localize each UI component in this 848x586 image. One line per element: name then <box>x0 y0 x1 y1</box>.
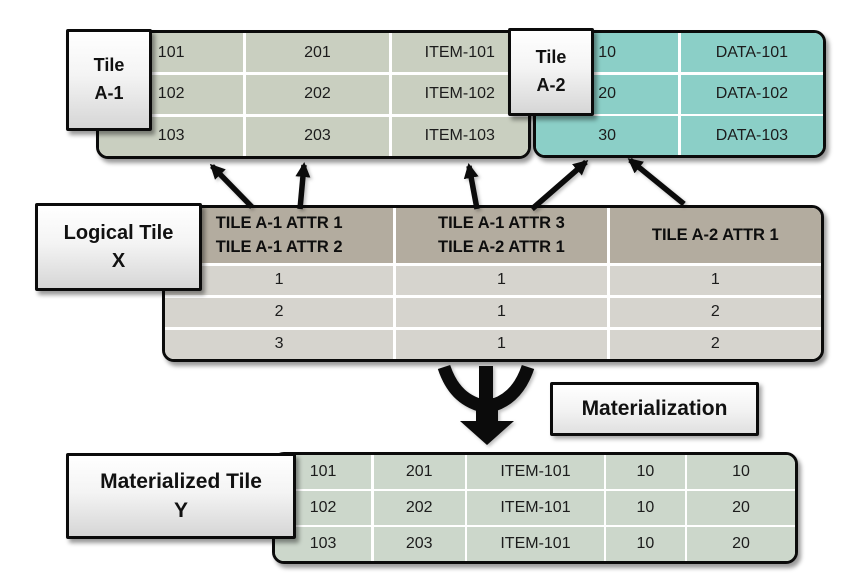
table-cell: 10 <box>606 491 685 525</box>
materialized-tile-table: 101 201 ITEM-101 10 10 102 202 ITEM-101 … <box>272 452 798 564</box>
label-line: Logical Tile <box>63 222 174 244</box>
materialization-label: Materialization <box>550 382 759 436</box>
label-line: A-2 <box>536 75 566 95</box>
table-cell: 203 <box>245 116 390 156</box>
merge-arrow-icon <box>437 364 535 445</box>
attr-reference-arrow-icon <box>530 159 589 212</box>
header-line: TILE A-1 ATTR 3 <box>438 213 565 232</box>
table-cell: DATA-101 <box>680 33 823 72</box>
table-cell: ITEM-101 <box>467 491 604 525</box>
label-line: Tile <box>93 55 125 76</box>
attr-reference-arrow-icon <box>463 163 480 210</box>
table-cell: 20 <box>687 527 795 561</box>
table-cell: ITEM-101 <box>391 33 528 73</box>
label-line: X <box>111 250 126 272</box>
tile-a1-label: Tile A-1 <box>66 29 152 131</box>
header-line: TILE A-1 ATTR 1 <box>215 213 343 232</box>
table-cell: 201 <box>245 33 390 73</box>
attr-reference-arrow-icon <box>209 163 254 209</box>
table-cell: ITEM-102 <box>391 74 528 115</box>
materialized-tile-label: Materialized Tile Y <box>66 453 296 539</box>
tile-a2-label: Tile A-2 <box>508 28 594 116</box>
table-cell: 1 <box>609 265 821 295</box>
header-line: TILE A-2 ATTR 1 <box>651 225 779 244</box>
table-cell: DATA-103 <box>680 116 823 155</box>
table-cell: 201 <box>373 455 465 489</box>
table-cell: 20 <box>687 491 795 525</box>
table-cell: ITEM-101 <box>467 527 604 561</box>
table-cell: DATA-102 <box>680 74 823 114</box>
materialization-label-text: Materialization <box>581 397 728 420</box>
table-cell: 3 <box>165 329 394 359</box>
table-cell: ITEM-101 <box>467 455 604 489</box>
column-header: TILE A-1 ATTR 1 TILE A-1 ATTR 2 <box>165 208 394 263</box>
table-cell: 202 <box>245 74 390 115</box>
table-cell: 202 <box>373 491 465 525</box>
table-cell: 10 <box>606 455 685 489</box>
table-cell: 1 <box>395 265 608 295</box>
table-cell: ITEM-103 <box>391 116 528 156</box>
table-cell: 2 <box>609 329 821 359</box>
table-cell: 203 <box>373 527 465 561</box>
column-header: TILE A-1 ATTR 3 TILE A-2 ATTR 1 <box>395 208 608 263</box>
table-cell: 10 <box>606 527 685 561</box>
label-line: Y <box>173 499 188 522</box>
table-cell: 1 <box>395 329 608 359</box>
table-cell: 1 <box>165 265 394 295</box>
attr-reference-arrow-icon <box>627 157 686 207</box>
header-line: TILE A-1 ATTR 2 <box>215 237 343 256</box>
logical-tile-label: Logical Tile X <box>35 203 202 291</box>
attr-reference-arrow-icon <box>295 162 311 210</box>
table-cell: 30 <box>536 116 679 155</box>
column-header: TILE A-2 ATTR 1 <box>609 208 821 263</box>
label-line: A-1 <box>94 83 124 103</box>
header-line: TILE A-2 ATTR 1 <box>438 237 565 256</box>
label-line: Tile <box>535 47 567 68</box>
table-cell: 10 <box>687 455 795 489</box>
table-cell: 2 <box>609 297 821 327</box>
label-line: Materialized Tile <box>100 469 262 493</box>
table-cell: 2 <box>165 297 394 327</box>
table-cell: 1 <box>395 297 608 327</box>
logical-tile-table: TILE A-1 ATTR 1 TILE A-1 ATTR 2 TILE A-1… <box>162 205 824 362</box>
tile-a1-table: 101 201 ITEM-101 102 202 ITEM-102 103 20… <box>96 30 531 159</box>
